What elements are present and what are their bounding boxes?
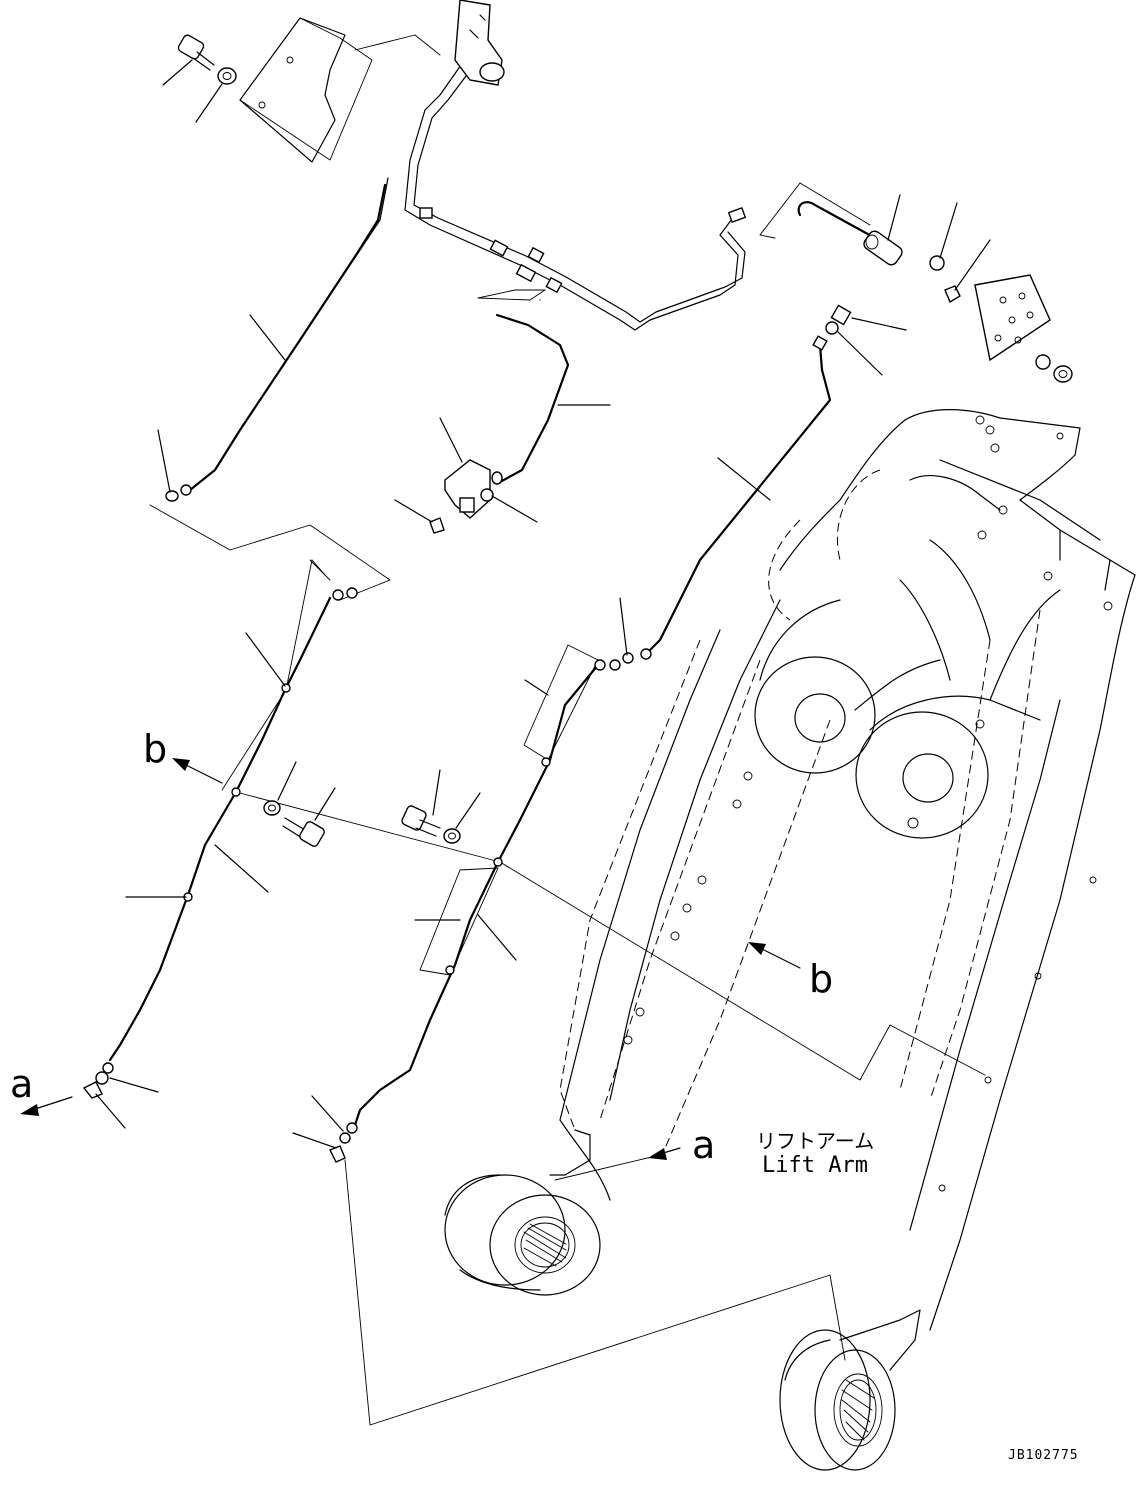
drawing-code: JB102775 — [1008, 1448, 1079, 1463]
valve-block-top — [454, 0, 505, 86]
clip-top-right — [929, 255, 961, 304]
mounting-plate — [974, 274, 1073, 383]
part-name-label: リフトアーム Lift Arm — [756, 1129, 875, 1179]
bolt-mid-right — [401, 805, 441, 837]
bolt-mid-left — [282, 817, 325, 847]
callout-b-left: b — [143, 727, 168, 771]
left-tube-fittings — [82, 484, 358, 1099]
lift-arm — [444, 409, 1136, 1471]
callout-a-left: a — [10, 1062, 34, 1106]
view-arrows — [20, 758, 801, 1160]
washer-top-left — [217, 67, 237, 85]
part-name-english: Lift Arm — [762, 1153, 868, 1178]
callout-b-right: b — [809, 957, 834, 1001]
hydraulic-tubes — [108, 54, 877, 1127]
elbow-fittings-right — [812, 304, 852, 351]
bolt-top-left — [177, 34, 215, 71]
tube-bracket — [429, 459, 503, 534]
components — [82, 0, 1073, 1163]
part-leader-lines — [95, 59, 991, 1149]
swivel-fitting — [863, 230, 903, 266]
part-name-japanese: リフトアーム — [756, 1129, 875, 1153]
zone-lines — [149, 17, 1051, 1426]
right-tube-fittings — [329, 648, 652, 1163]
washer-mid-right — [443, 828, 461, 844]
main-pipe-fittings — [419, 207, 747, 294]
washer-mid-left — [263, 800, 281, 816]
top-cover-plate — [239, 17, 346, 163]
callout-a-right: a — [692, 1123, 716, 1167]
